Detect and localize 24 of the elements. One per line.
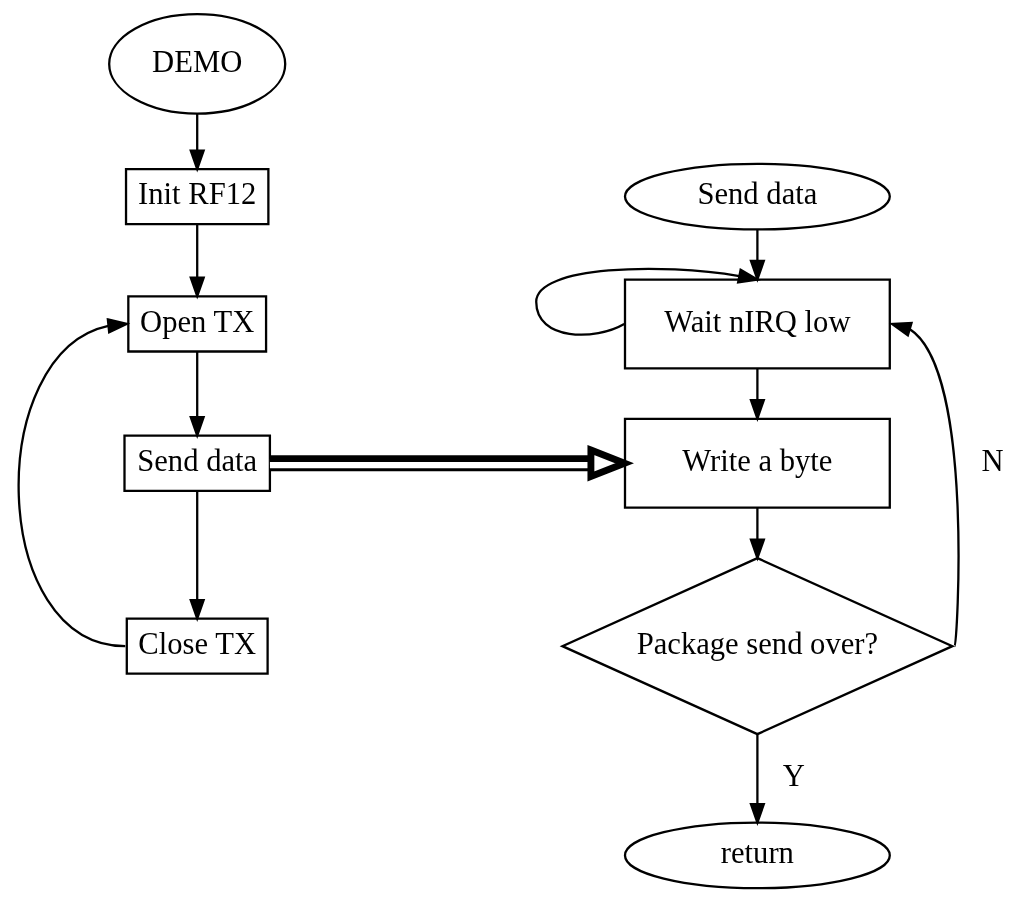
arrow — [748, 368, 765, 422]
node-diamond: Package send over? — [559, 556, 955, 736]
node-ellipse: return — [623, 821, 891, 890]
arrow — [188, 113, 205, 173]
arrow — [269, 444, 634, 482]
arrow — [188, 490, 205, 622]
arrow — [534, 267, 761, 336]
arrow — [17, 317, 130, 648]
node-ellipse: DEMO — [107, 13, 286, 115]
arrow — [188, 351, 205, 439]
arrow — [748, 229, 765, 283]
node-box: Write a byte — [623, 417, 891, 509]
arrow — [888, 321, 960, 647]
edge-label: Y — [782, 759, 805, 794]
arrow — [748, 734, 765, 827]
node-box: Open TX — [126, 295, 267, 353]
node-box: Wait nIRQ low — [623, 278, 891, 370]
node-box: Init RF12 — [124, 167, 269, 226]
node-ellipse: Send data — [623, 162, 891, 231]
node-box: Send data — [122, 434, 271, 492]
arrow — [188, 224, 205, 300]
node-box: Close TX — [125, 617, 269, 675]
edge-label: N — [981, 443, 1004, 478]
arrow — [748, 507, 765, 562]
